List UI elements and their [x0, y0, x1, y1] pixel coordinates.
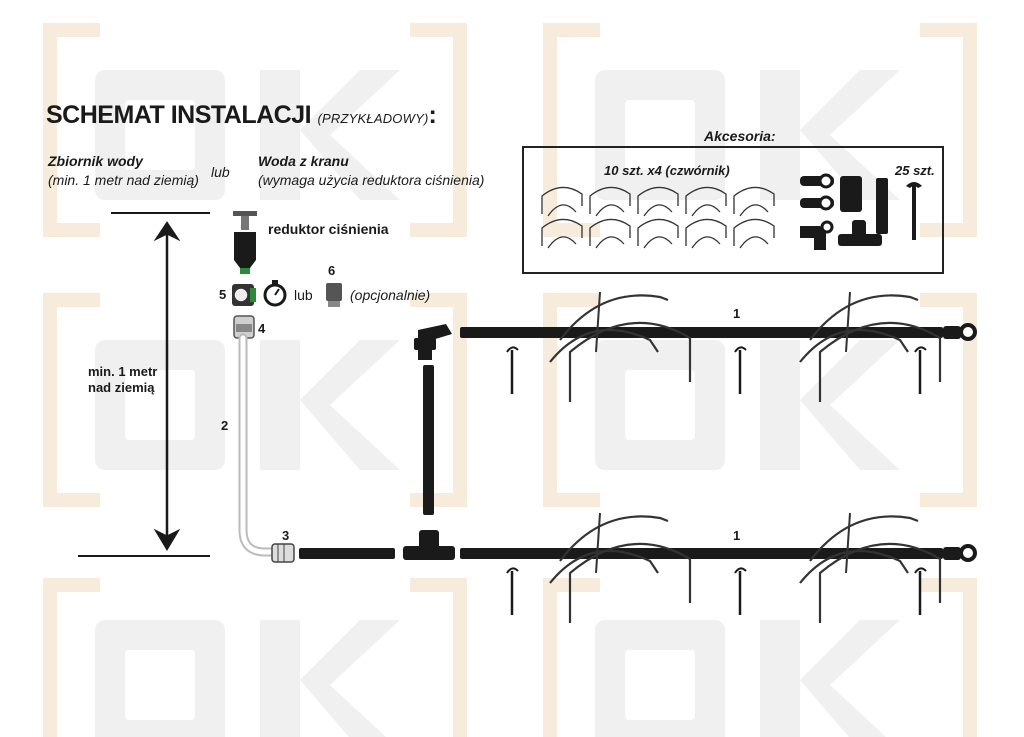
tank-note: (min. 1 metr nad ziemią) [48, 172, 199, 188]
accessory-stake-arc [739, 204, 769, 217]
timer-device [232, 284, 256, 306]
accessory-stake-arc [589, 186, 631, 214]
arc-stake [568, 542, 692, 623]
title-sub: (PRZYKŁADOWY) [317, 111, 429, 126]
arc-stake [809, 294, 919, 341]
label-5: 5 [219, 287, 227, 302]
arc-stake [799, 328, 909, 363]
label-1-bottom: 1 [733, 528, 741, 543]
accessory-stake-arc [541, 186, 583, 214]
ground-peg-head [914, 346, 927, 353]
accessory-stake-arc [739, 236, 769, 249]
or-label-timer: lub [294, 287, 313, 303]
arc-stake [818, 321, 942, 402]
accessory-stake-arc [541, 218, 583, 246]
accessory-stake-arc [691, 204, 721, 217]
arc-stake-leg [595, 512, 601, 574]
page-title: SCHEMAT INSTALACJI (PRZYKŁADOWY): [46, 101, 437, 130]
accessory-stake-arc [685, 186, 727, 214]
label-1-top: 1 [733, 306, 741, 321]
label-3: 3 [282, 528, 290, 543]
accessories-title: Akcesoria: [704, 128, 776, 144]
accessory-stake-arc [685, 218, 727, 246]
arc-stake [799, 549, 909, 584]
optional-adapter [326, 283, 342, 307]
accessory-stake-arc [733, 218, 775, 246]
accessory-stake-arc [595, 204, 625, 217]
flex-hose [238, 333, 277, 557]
arc-stake [809, 515, 919, 562]
tee-fitting [403, 530, 455, 560]
ground-peg-head [734, 567, 747, 574]
accessory-stake-arc [643, 236, 673, 249]
elbow-fitting [414, 324, 452, 360]
arc-stake [549, 328, 659, 363]
accessory-stake-arc [733, 186, 775, 214]
arc-stake [549, 549, 659, 584]
accessory-stake-arc [691, 236, 721, 249]
label-4: 4 [258, 321, 266, 336]
accessory-stake-arc [589, 218, 631, 246]
height-label-line2: nad ziemią [88, 380, 155, 395]
tap-reducer [233, 211, 257, 274]
pipes [299, 327, 943, 559]
arc-stake [568, 321, 692, 402]
ground-peg-head [506, 567, 519, 574]
height-label-line1: min. 1 metr [88, 364, 158, 379]
accessory-fittings [800, 173, 922, 250]
tap-note: (wymaga użycia reduktora ciśnienia) [258, 172, 485, 188]
stake-arc-group [541, 186, 775, 249]
height-arrow [78, 212, 210, 557]
stakes-count-label: 10 szt. x4 (czwórnik) [604, 163, 730, 178]
or-label-top: lub [211, 164, 230, 180]
arc-stake-leg [845, 291, 851, 353]
accessory-stake-arc [637, 218, 679, 246]
label-6: 6 [328, 263, 336, 278]
label-2: 2 [221, 418, 229, 433]
end-caps [943, 323, 977, 562]
stopwatch-icon [263, 280, 287, 307]
ground-peg-head [506, 346, 519, 353]
arc-stake-leg [595, 291, 601, 353]
accessory-stake-arc [637, 186, 679, 214]
arc-stake [559, 515, 669, 562]
accessories-box [522, 146, 944, 274]
arc-stake [559, 294, 669, 341]
accessory-stake-arc [547, 236, 577, 249]
accessory-stake-arc [547, 204, 577, 217]
reducer-label: reduktor ciśnienia [268, 221, 389, 237]
arc-stake-leg [845, 512, 851, 574]
tap-title: Woda z kranu [258, 153, 349, 169]
optional-label: (opcjonalnie) [350, 287, 431, 303]
accessory-stake-arc [643, 204, 673, 217]
pipe-stakes [506, 291, 942, 623]
pegs-count-label: 25 szt. [895, 163, 935, 178]
accessory-stake-arc [595, 236, 625, 249]
ground-peg-head [734, 346, 747, 353]
ground-peg-head [914, 567, 927, 574]
title-main: SCHEMAT INSTALACJI [46, 101, 312, 129]
arc-stake [818, 542, 942, 623]
title-colon: : [428, 101, 437, 129]
tank-title: Zbiornik wody [48, 153, 143, 169]
hose-connector [233, 315, 255, 339]
pipe-connector [271, 543, 295, 563]
